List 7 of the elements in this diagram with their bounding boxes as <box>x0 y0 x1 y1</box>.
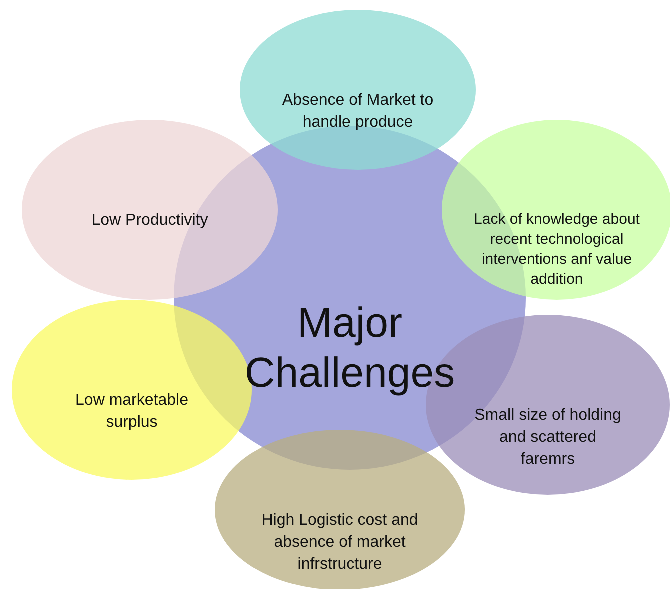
challenge-label: Lack of knowledge about recent technological interventions anf value addition <box>473 210 641 290</box>
challenge-label: Low marketable surplus <box>74 391 190 433</box>
challenge-label: Absence of Market to handle produce <box>281 91 435 133</box>
center-title: Major Challenges <box>244 298 456 398</box>
challenge-label: Low Productivity <box>90 211 210 231</box>
challenge-label: High Logistic cost and absence of market infrstructure <box>260 511 420 575</box>
challenge-label: Small size of holding and scattered faremrs <box>474 406 622 470</box>
